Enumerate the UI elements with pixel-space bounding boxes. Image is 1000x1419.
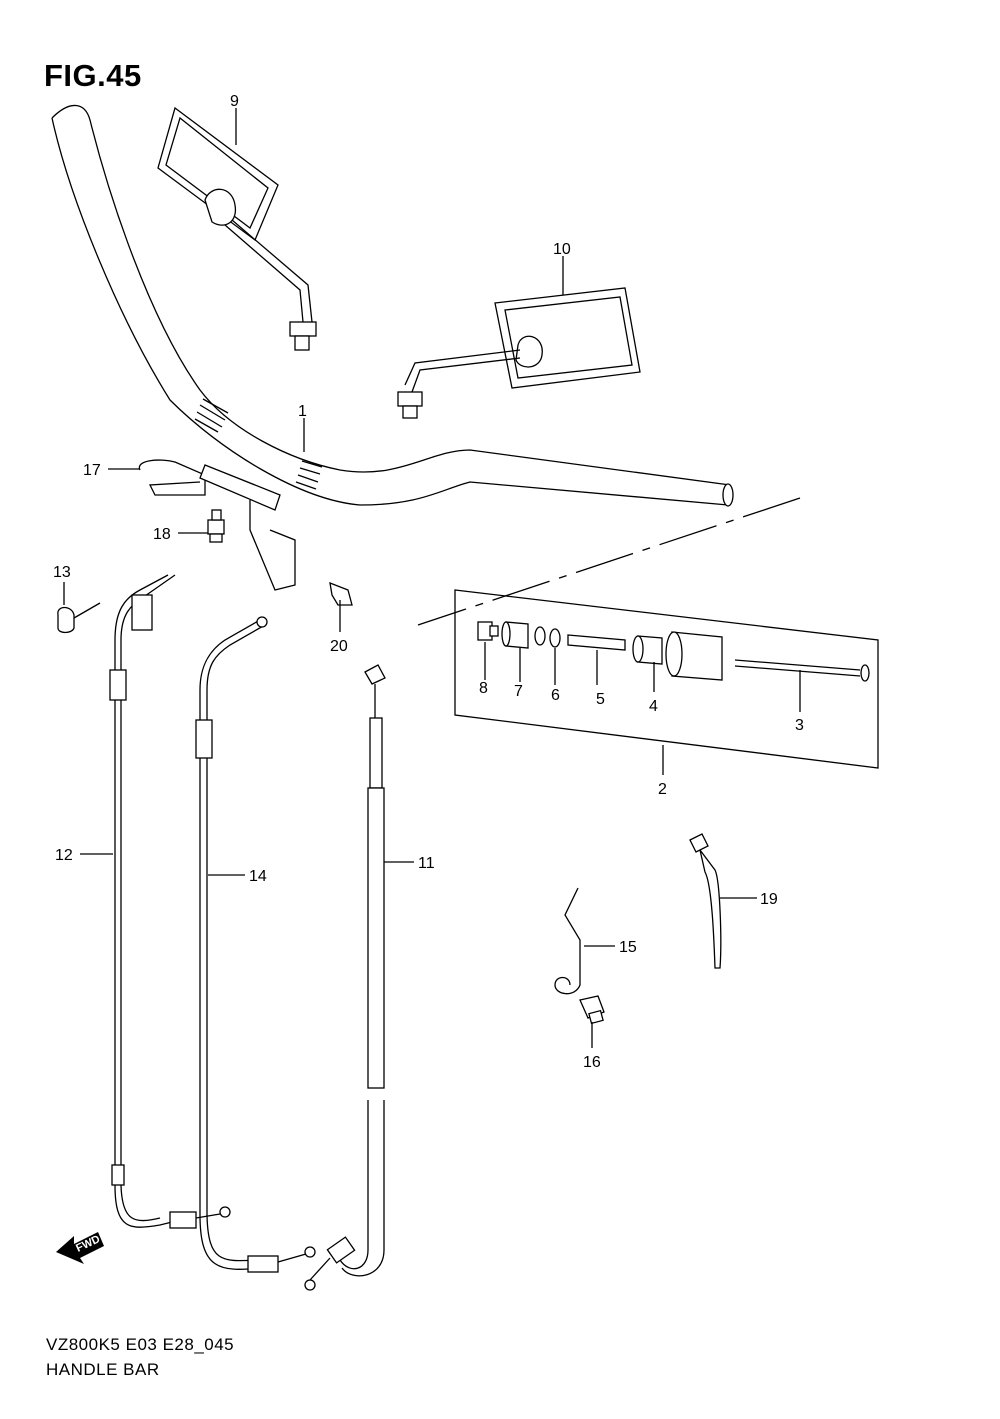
part-3-grip-weight-bolt	[665, 631, 870, 682]
leader-lines	[63, 108, 801, 1048]
handlebar-part	[51, 104, 734, 507]
clamp-bolt-part	[579, 995, 605, 1025]
part-8-nut	[477, 621, 499, 641]
cable-guide-bracket-part	[138, 459, 296, 591]
throttle-cable-12	[109, 574, 231, 1229]
callout-1: 1	[298, 403, 307, 420]
callout-19: 19	[760, 891, 778, 908]
diagram-caption: HANDLE BAR	[46, 1360, 160, 1379]
callout-6: 6	[551, 687, 560, 704]
forward-direction-arrow: FWD	[56, 1232, 104, 1264]
clamp-part	[329, 581, 353, 606]
part-5-spacer	[567, 634, 626, 651]
callout-9: 9	[230, 93, 239, 110]
callout-8: 8	[479, 680, 488, 697]
cable-screw-part	[57, 602, 101, 634]
clutch-cable-11	[304, 664, 386, 1291]
callout-13: 13	[53, 564, 71, 581]
wire-clamp-part	[554, 887, 581, 995]
callout-15: 15	[619, 939, 637, 956]
grip-end-assembly-box	[417, 497, 879, 769]
callout-2: 2	[658, 781, 667, 798]
part-6-washer	[534, 626, 561, 648]
callout-4: 4	[649, 698, 658, 715]
callout-11: 11	[418, 855, 435, 872]
model-code: VZ800K5 E03 E28_045	[46, 1335, 235, 1354]
figure-title: FIG.45	[44, 58, 142, 93]
callout-16: 16	[583, 1054, 601, 1071]
callout-18: 18	[153, 526, 171, 543]
throttle-cable-14	[195, 616, 316, 1273]
callout-12: 12	[55, 847, 73, 864]
callout-14: 14	[249, 868, 267, 885]
callout-20: 20	[330, 638, 348, 655]
left-mirror-part	[157, 106, 317, 351]
callout-labels: 1 2 3 4 5 6 7 8 9 10 11 12 13 14 15 16 1…	[53, 93, 804, 1071]
callout-7: 7	[514, 683, 523, 700]
part-4-sleeve	[632, 635, 663, 665]
part-7-collar	[501, 621, 529, 649]
tie-strap-part	[689, 833, 722, 969]
callout-10: 10	[553, 241, 571, 258]
bracket-bolt-part	[207, 509, 225, 543]
right-mirror-part	[397, 287, 641, 419]
callout-3: 3	[795, 717, 804, 734]
callout-5: 5	[596, 691, 605, 708]
callout-17: 17	[83, 462, 101, 479]
